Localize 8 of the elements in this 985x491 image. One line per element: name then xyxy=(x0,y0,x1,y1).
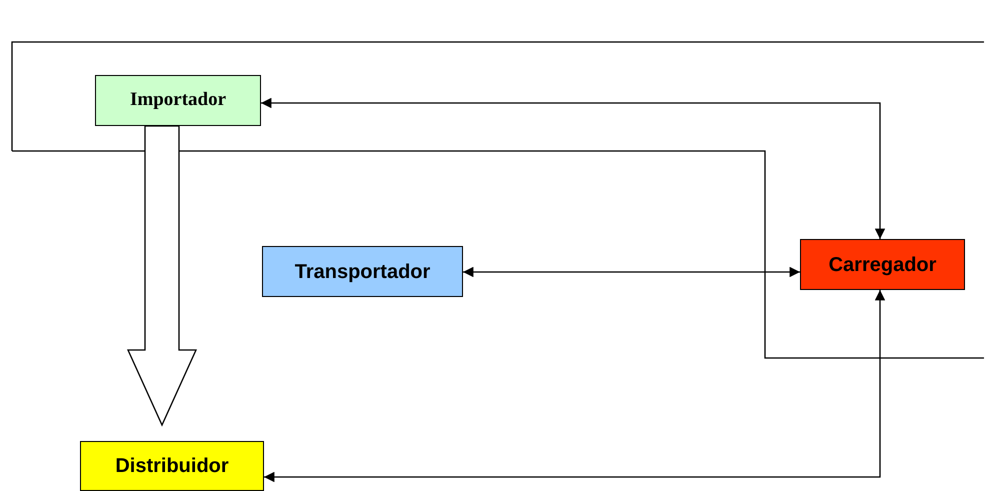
process-box: Transportador xyxy=(262,246,463,297)
process-box: Distribuidor xyxy=(80,441,264,491)
process-box: Carregador xyxy=(800,239,965,290)
arrow xyxy=(264,290,886,482)
arrow xyxy=(463,266,800,278)
process-box: Importador xyxy=(95,75,261,126)
arrow xyxy=(261,98,886,239)
hollow-arrow xyxy=(127,125,197,427)
